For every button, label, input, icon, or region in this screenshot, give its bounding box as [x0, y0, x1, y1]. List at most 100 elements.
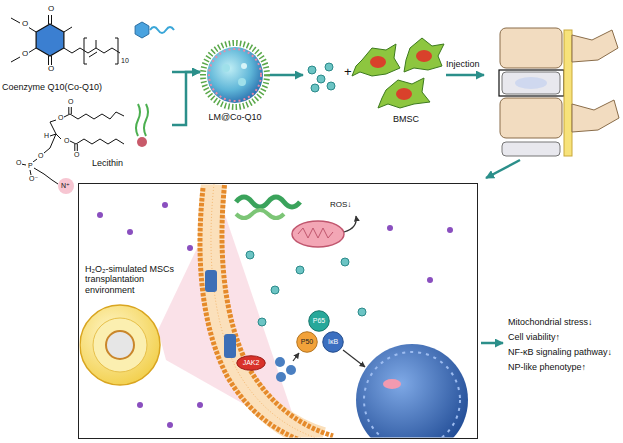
result-arrow	[481, 342, 503, 345]
node-text: BMSC	[393, 114, 419, 124]
nanoparticle-art	[203, 43, 267, 107]
spinous-process	[572, 30, 618, 62]
repeat-bracket	[84, 38, 118, 64]
stem-cell	[404, 38, 444, 72]
h2o2-dot	[167, 422, 173, 428]
result-item: NF-κB signaling pathway↓	[508, 348, 612, 358]
atom-label: O	[67, 98, 74, 106]
atom-label: P	[27, 162, 34, 170]
particle	[246, 251, 254, 259]
atom-label: O	[15, 159, 22, 167]
lipid-icon-tail	[144, 104, 148, 136]
mechanism-panel: H₂O₂-simulated MSCs transplantation envi…	[78, 183, 478, 439]
cell-group: BMSC	[303, 40, 443, 127]
nuclear-pores	[364, 352, 460, 438]
particle	[317, 75, 325, 83]
receptor	[205, 270, 217, 292]
node-text: IκB	[328, 338, 338, 346]
flow-arrow	[172, 72, 200, 125]
spinal-cord	[564, 30, 572, 156]
node-text: Lecithin	[92, 158, 123, 168]
payload-dot	[238, 78, 246, 86]
atom-label: O	[73, 151, 80, 159]
atom-label: O	[47, 65, 55, 74]
h2o2-dot	[447, 227, 453, 233]
stem-cell	[378, 78, 430, 108]
plus-sign: +	[344, 65, 352, 79]
protein-circle: IκB	[322, 331, 344, 353]
effect-label: ROS↓	[330, 201, 351, 210]
particle	[311, 84, 319, 92]
target-box	[499, 70, 564, 96]
coq10-icon-tail	[150, 27, 174, 33]
result-item: Mitochondrial stress↓	[508, 318, 593, 328]
node-text: LM@Co-Q10	[208, 112, 261, 122]
h2o2-dot	[387, 225, 393, 231]
vertebral-body	[500, 28, 562, 68]
node-text: H₂O₂-simulated MSCs transplantation envi…	[85, 264, 181, 295]
node-text: P50	[301, 338, 313, 346]
particle	[271, 286, 279, 294]
quinone-ring	[36, 24, 64, 56]
node-text: Coenzyme Q10(Co-Q10)	[2, 82, 102, 92]
h2o2-dot	[127, 229, 133, 235]
panel-art	[80, 185, 468, 438]
cytoplasm	[93, 318, 147, 372]
nucleus	[356, 344, 468, 438]
bmsc-art	[308, 38, 444, 108]
lipid-icon-head	[137, 137, 147, 147]
bond-lines	[11, 15, 120, 65]
node-shape	[309, 311, 330, 332]
atom-label: N⁺	[61, 182, 70, 190]
node-text: JAK2	[243, 359, 260, 367]
structure-box: Coenzyme Q10(Co-Q10)	[2, 2, 172, 95]
injection-arrow	[446, 74, 484, 77]
translocation-arrow	[343, 350, 365, 367]
spinous-process	[572, 100, 619, 132]
atom-label: H	[43, 132, 50, 140]
atom-label: O	[21, 20, 29, 29]
result-item: Cell viability↑	[508, 333, 560, 343]
msc-cell	[80, 305, 160, 385]
node-shape	[323, 332, 344, 353]
lipid-heads	[209, 49, 261, 101]
protein-ribbon	[236, 210, 284, 218]
particle	[341, 258, 349, 266]
intervertebral-disc	[502, 72, 560, 94]
particle	[308, 66, 316, 74]
protein-ellipse: JAK2	[236, 355, 266, 371]
atom-label: O	[57, 114, 64, 122]
h2o2-dot	[137, 402, 143, 408]
membrane-heads	[200, 188, 311, 438]
atom-label: O	[63, 137, 70, 145]
payload-dot	[241, 63, 247, 69]
nanoparticle: LM@Co-Q10	[200, 42, 270, 128]
flow-arrow	[270, 74, 303, 77]
signal-arrow	[293, 353, 299, 361]
coq10-molecule	[11, 15, 174, 65]
repeat-count: 10	[121, 57, 129, 65]
receptor	[224, 334, 236, 358]
lipid-shell	[203, 43, 267, 107]
signal-protein	[286, 365, 296, 375]
spine-art	[499, 28, 619, 156]
particle	[296, 266, 304, 274]
cell-nucleus	[370, 56, 386, 68]
particle	[358, 308, 366, 316]
cell-nucleus	[106, 331, 134, 359]
result-item: NP-like phenotype↑	[508, 363, 586, 373]
cristae	[298, 228, 333, 238]
protein-ribbon	[236, 197, 300, 207]
payload-dot	[222, 64, 230, 72]
mitochondrion	[292, 221, 344, 247]
particle-core	[207, 47, 263, 103]
particle	[258, 318, 266, 326]
protein-circle: P65	[308, 310, 330, 332]
coq10-icon	[135, 22, 149, 38]
cell-nucleus	[396, 88, 412, 100]
node-shape	[297, 332, 318, 353]
h2o2-dot	[97, 212, 103, 218]
